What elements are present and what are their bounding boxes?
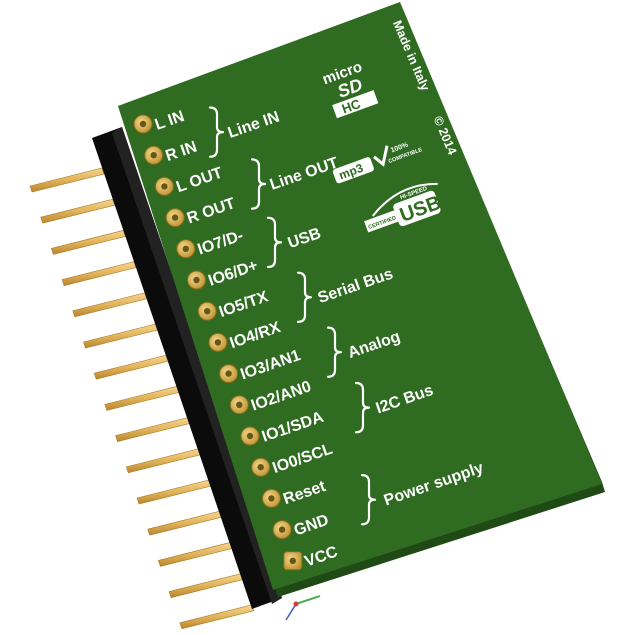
pcb-board [118,2,602,590]
group-brace [326,326,343,378]
pad-hole [171,214,179,221]
microsd-logo: micro SD HC [314,51,389,120]
pad-hole [268,495,275,502]
pad-hole [289,557,296,564]
group-braces [208,106,377,526]
header-pin [136,479,212,505]
header-pin [147,510,223,536]
header-pin [61,261,137,286]
check-icon [373,145,389,167]
header-pins [29,167,255,630]
pad-hole [278,526,286,533]
pad-hole [246,432,254,440]
axis-gizmo [285,595,321,621]
pad-hole [204,308,211,315]
pad-hole [257,464,264,471]
header-pin [179,604,255,630]
pad-hole [225,370,232,377]
pad-hole [182,245,189,252]
group-brace [266,216,283,269]
header-pin [168,573,244,598]
pin-pads [133,114,303,571]
header-pin [158,542,233,567]
pad-hole [150,152,157,159]
header-pin [51,230,126,255]
pad-hole [236,401,243,408]
pad-hole [139,120,147,128]
header-pin [104,386,180,411]
group-brace [250,158,267,210]
header-pin [115,417,190,442]
group-brace [296,271,313,323]
group-brace [208,106,225,158]
microsd-line3: HC [340,96,363,117]
header-pin [40,198,116,224]
header-pin [125,448,201,474]
header-pin [72,292,148,318]
header-pin [83,323,158,349]
group-brace [354,381,371,434]
pad-hole [161,183,168,190]
pad-hole [214,339,222,346]
group-brace [360,474,377,526]
header-pin [29,167,105,193]
pad-hole [193,276,200,284]
header-pin [93,354,169,380]
